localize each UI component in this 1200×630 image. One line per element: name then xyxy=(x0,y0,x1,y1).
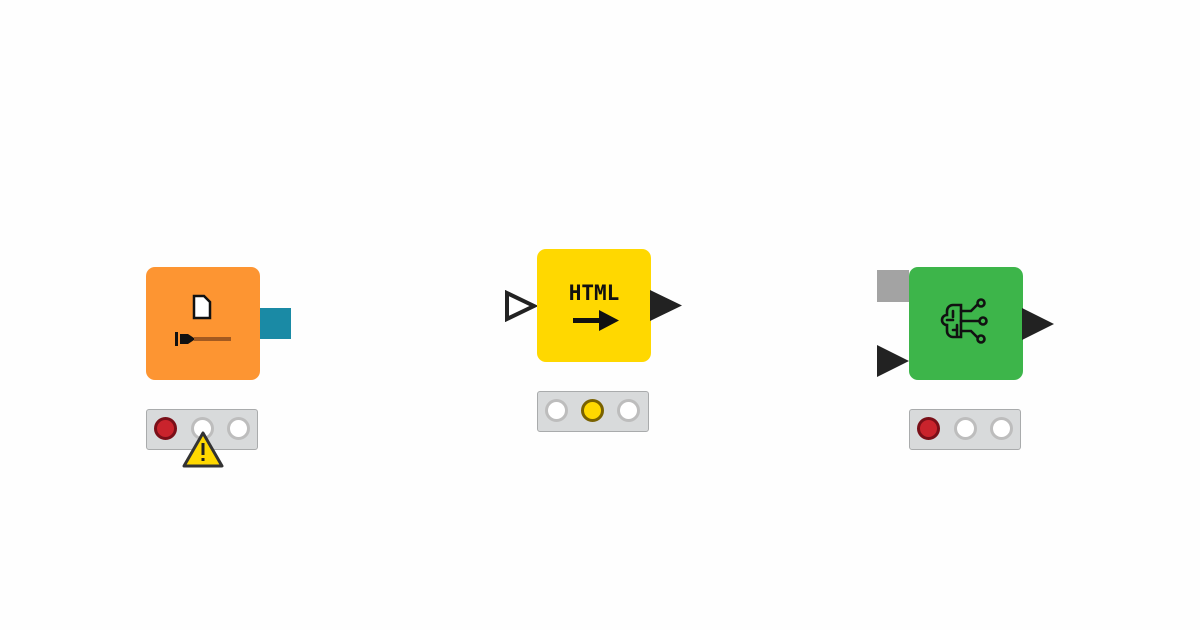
status-light-yellow xyxy=(581,399,604,422)
node-status-bar xyxy=(909,409,1021,450)
warning-icon[interactable] xyxy=(181,430,225,469)
html-view-node[interactable]: HTML xyxy=(537,249,651,362)
status-light-green xyxy=(227,417,250,440)
node-status-bar xyxy=(146,409,258,450)
table-output-port[interactable] xyxy=(1022,308,1055,340)
learner-node[interactable] xyxy=(909,267,1023,380)
model-input-port[interactable] xyxy=(877,270,909,302)
status-light-red xyxy=(545,399,568,422)
brain-network-icon xyxy=(940,298,988,344)
reader-node[interactable] xyxy=(146,267,260,380)
file-connector-icon xyxy=(175,294,231,346)
file-system-output-port[interactable] xyxy=(260,308,291,339)
svg-text:HTML: HTML xyxy=(569,281,620,305)
status-light-red xyxy=(917,417,940,440)
html-export-icon: HTML xyxy=(569,281,620,331)
status-light-green xyxy=(990,417,1013,440)
node-status-bar xyxy=(537,391,649,432)
status-light-red xyxy=(154,417,177,440)
status-light-green xyxy=(617,399,640,422)
status-light-yellow xyxy=(954,417,977,440)
table-output-port[interactable] xyxy=(650,290,683,321)
table-input-port[interactable] xyxy=(877,345,910,377)
table-input-port-optional[interactable] xyxy=(504,290,538,322)
